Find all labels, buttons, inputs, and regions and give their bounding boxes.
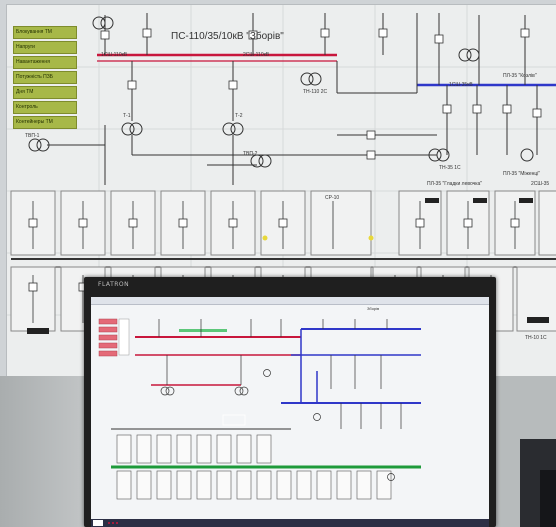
screen-title: Зборів [367,306,380,311]
legend-button[interactable]: Навантаження [13,56,77,69]
transformer-label: Т-2 [235,113,243,119]
line-label: ПЛ-35 "Гладки левочка" [427,181,483,187]
vt-label: ТН-10 1С [525,335,547,341]
bus-label: 2СШ-35 [531,181,550,187]
bus-label: 2СШ-110кВ [243,52,270,58]
screen-menubar[interactable] [91,297,489,305]
line-label: ПЛ-35 "Міженці" [503,171,541,177]
monitor: FLATRON Зборів [84,277,496,527]
legend-button[interactable]: Дня ТМ [13,86,77,99]
legend-button[interactable]: Контроль [13,101,77,114]
transformer-label: ТВП-2 [243,151,258,157]
transformer-label: ТВП-1 [25,133,40,139]
bus-label: 1СШ-110кВ [101,52,128,58]
bus-label: 1СШ-35кВ [449,82,473,88]
wall-shadow [0,376,90,527]
legend-panel: Блокування ТМ Напруги Навантаження Потуж… [13,26,77,131]
legend-button[interactable]: Напруги [13,41,77,54]
transformer-label: Т-1 [123,113,131,119]
legend-button[interactable]: Контейнеры ТМ [13,116,77,129]
legend-button[interactable]: Потужність ПЗБ [13,71,77,84]
legend-button[interactable]: Блокування ТМ [13,26,77,39]
screen-schematic [91,318,489,527]
vt-label: ТН-35 1С [439,165,461,171]
equipment-cabinet-dark [540,470,556,527]
board-title: ПС-110/35/10кВ "Зборів" [171,31,284,42]
vt-label: ТН-110 2С [303,89,328,95]
monitor-brand: FLATRON [98,281,130,288]
cell-label: СР-10 [325,195,340,201]
line-label: ПЛ-35 "Козлів" [503,73,537,79]
monitor-screen[interactable]: Зборів [91,297,489,527]
